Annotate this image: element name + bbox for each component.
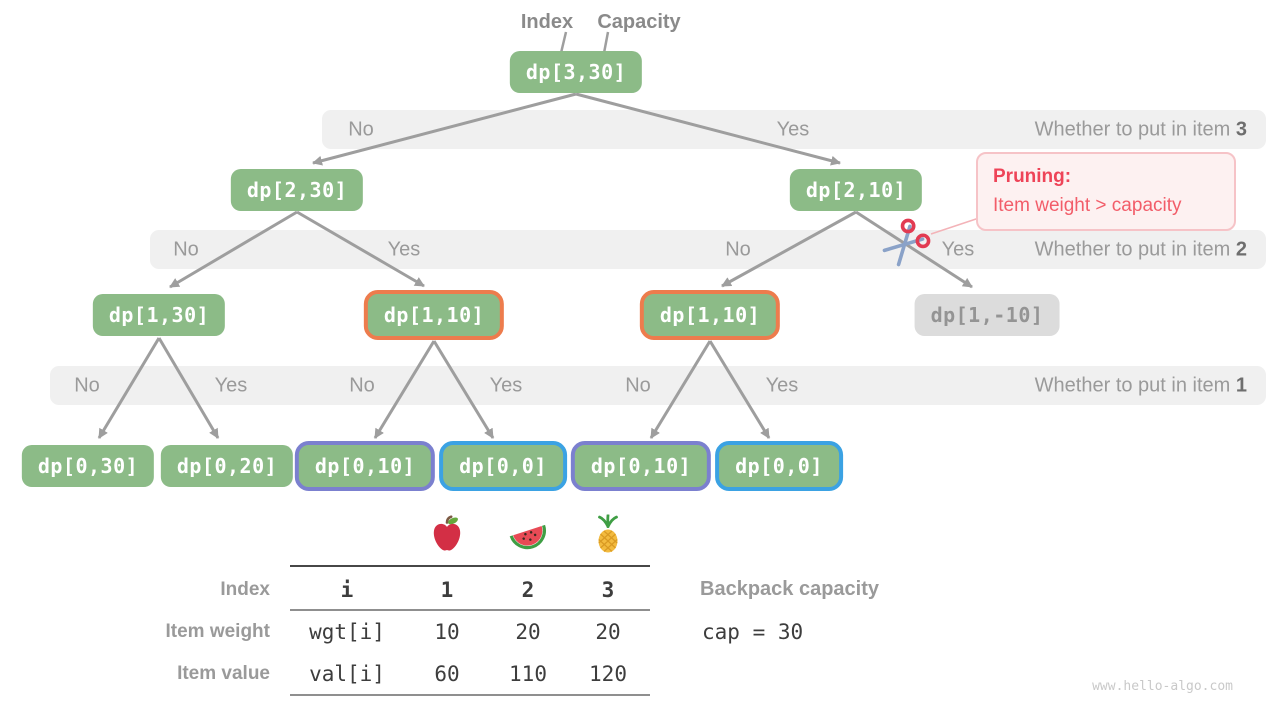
index-row-cell: 1 (440, 578, 454, 602)
index-label: Index (520, 11, 574, 33)
decision-label-no: No (173, 238, 199, 260)
band-caption: Whether to put in item 2 (1034, 238, 1247, 260)
index-row-cell: 2 (521, 578, 535, 602)
table-rule (290, 694, 650, 696)
node-dp-1-10: dp[1,10] (639, 290, 781, 340)
value-row-cell: 110 (509, 662, 547, 686)
pineapple-icon (593, 513, 623, 560)
row-label-item-value: Item value (177, 663, 270, 684)
node-dp-1-10: dp[1,10] (363, 290, 505, 340)
row-label-item-weight: Item weight (165, 621, 270, 642)
node-dp-0-10: dp[0,10] (570, 441, 712, 491)
item-number: 1 (1235, 374, 1247, 396)
watermelon-icon (509, 518, 547, 557)
pruning-title: Pruning: (993, 166, 1072, 187)
row-label-index: Index (220, 579, 270, 600)
backpack-capacity-code: cap = 30 (702, 620, 804, 644)
node-dp-0-0: dp[0,0] (439, 441, 567, 491)
decision-label-yes: Yes (765, 374, 799, 396)
table-rule (290, 565, 650, 567)
table-rule (290, 609, 650, 611)
weight-row-cell: wgt[i] (309, 620, 385, 644)
decision-label-no: No (348, 118, 374, 140)
node-dp-1-10: dp[1,-10] (914, 294, 1060, 336)
index-row-cell: 3 (601, 578, 615, 602)
weight-row-cell: 10 (434, 620, 460, 644)
node-dp-0-0: dp[0,0] (715, 441, 843, 491)
weight-row-cell: 20 (515, 620, 541, 644)
band-caption: Whether to put in item 1 (1034, 374, 1247, 396)
capacity-label: Capacity (597, 11, 681, 33)
node-dp-2-30: dp[2,30] (230, 169, 364, 211)
pruning-callout: Pruning: Item weight > capacity (976, 152, 1236, 231)
node-dp-2-10: dp[2,10] (789, 169, 923, 211)
item-number: 2 (1235, 238, 1247, 260)
decision-band-item-2: Whether to put in item 2 (150, 230, 1266, 269)
decision-label-yes: Yes (941, 238, 975, 260)
decision-label-no: No (349, 374, 375, 396)
decision-label-no: No (725, 238, 751, 260)
watermark: www.hello-algo.com (1092, 679, 1233, 694)
node-dp-3-30: dp[3,30] (509, 51, 643, 93)
decision-label-no: No (625, 374, 651, 396)
value-row-cell: 60 (434, 662, 460, 686)
weight-row-cell: 20 (595, 620, 621, 644)
node-dp-0-30: dp[0,30] (21, 445, 155, 487)
node-dp-0-10: dp[0,10] (294, 441, 436, 491)
apple-icon (430, 515, 464, 559)
decision-label-yes: Yes (214, 374, 248, 396)
decision-label-yes: Yes (489, 374, 523, 396)
backpack-capacity-label: Backpack capacity (700, 578, 880, 600)
item-number: 3 (1235, 118, 1247, 140)
node-dp-1-30: dp[1,30] (92, 294, 226, 336)
decision-label-no: No (74, 374, 100, 396)
value-row-cell: val[i] (309, 662, 385, 686)
index-row-cell: i (340, 578, 354, 602)
value-row-cell: 120 (589, 662, 627, 686)
decision-label-yes: Yes (387, 238, 421, 260)
pruning-description: Item weight > capacity (993, 195, 1182, 217)
band-caption: Whether to put in item 3 (1034, 118, 1247, 140)
decision-label-yes: Yes (776, 118, 810, 140)
node-dp-0-20: dp[0,20] (160, 445, 294, 487)
